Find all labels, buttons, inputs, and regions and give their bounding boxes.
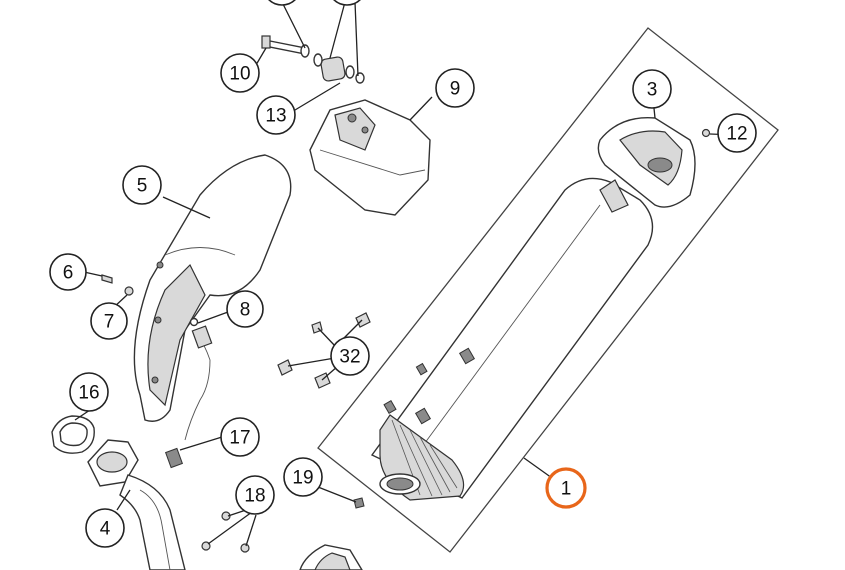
svg-text:1: 1 [561,479,572,500]
callout-17[interactable]: 17 [220,417,260,457]
end-cap [597,116,696,208]
callout-32[interactable]: 32 [330,336,370,376]
clips-32 [277,312,371,389]
callout-5[interactable]: 5 [122,165,162,205]
screw-6 [101,274,113,284]
svg-text:8: 8 [240,300,251,321]
callout-18[interactable]: 18 [235,475,275,515]
callout-10[interactable]: 10 [220,53,260,93]
washer-7 [124,286,134,296]
leader-lines [74,1,736,547]
callout-top-partial-right [333,0,361,6]
svg-text:12: 12 [726,124,747,145]
screw-19 [353,497,365,509]
svg-text:19: 19 [292,468,313,489]
silencer-assembly-frame [317,27,779,553]
svg-text:16: 16 [78,383,99,404]
callout-7[interactable]: 7 [90,302,128,340]
svg-text:6: 6 [63,263,74,284]
callout-1[interactable]: 1 [545,467,587,509]
svg-text:3: 3 [647,80,658,101]
nuts-18 [201,511,250,553]
callout-top-partial-left [268,0,296,6]
callout-9[interactable]: 9 [435,68,475,108]
heat-shield-bracket [309,99,431,216]
svg-text:18: 18 [244,486,265,507]
svg-text:32: 32 [339,347,360,368]
callout-19[interactable]: 19 [283,457,323,497]
callout-4[interactable]: 4 [85,508,125,548]
callout-12[interactable]: 12 [717,113,757,153]
callouts: 1 3 4 5 6 7 8 9 [49,0,757,548]
callout-8[interactable]: 8 [226,290,264,328]
gasket-16 [51,415,95,454]
svg-text:7: 7 [104,312,115,333]
svg-text:9: 9 [450,79,461,100]
callout-13[interactable]: 13 [256,95,296,135]
callout-6[interactable]: 6 [49,253,87,291]
svg-text:4: 4 [100,519,111,540]
bolt-10 [261,35,310,58]
rubber-mount-13 [313,53,365,84]
svg-text:17: 17 [229,428,250,449]
header-pipe-4 [87,439,186,570]
screw-12 [701,128,711,138]
svg-text:5: 5 [137,176,148,197]
heat-shield-5 [133,154,292,422]
callout-3[interactable]: 3 [632,69,672,109]
svg-text:10: 10 [229,64,250,85]
svg-text:13: 13 [265,106,286,127]
partial-component [299,544,363,570]
callout-16[interactable]: 16 [69,372,109,412]
sensor-cable [164,317,213,469]
silencer-body [370,177,654,501]
